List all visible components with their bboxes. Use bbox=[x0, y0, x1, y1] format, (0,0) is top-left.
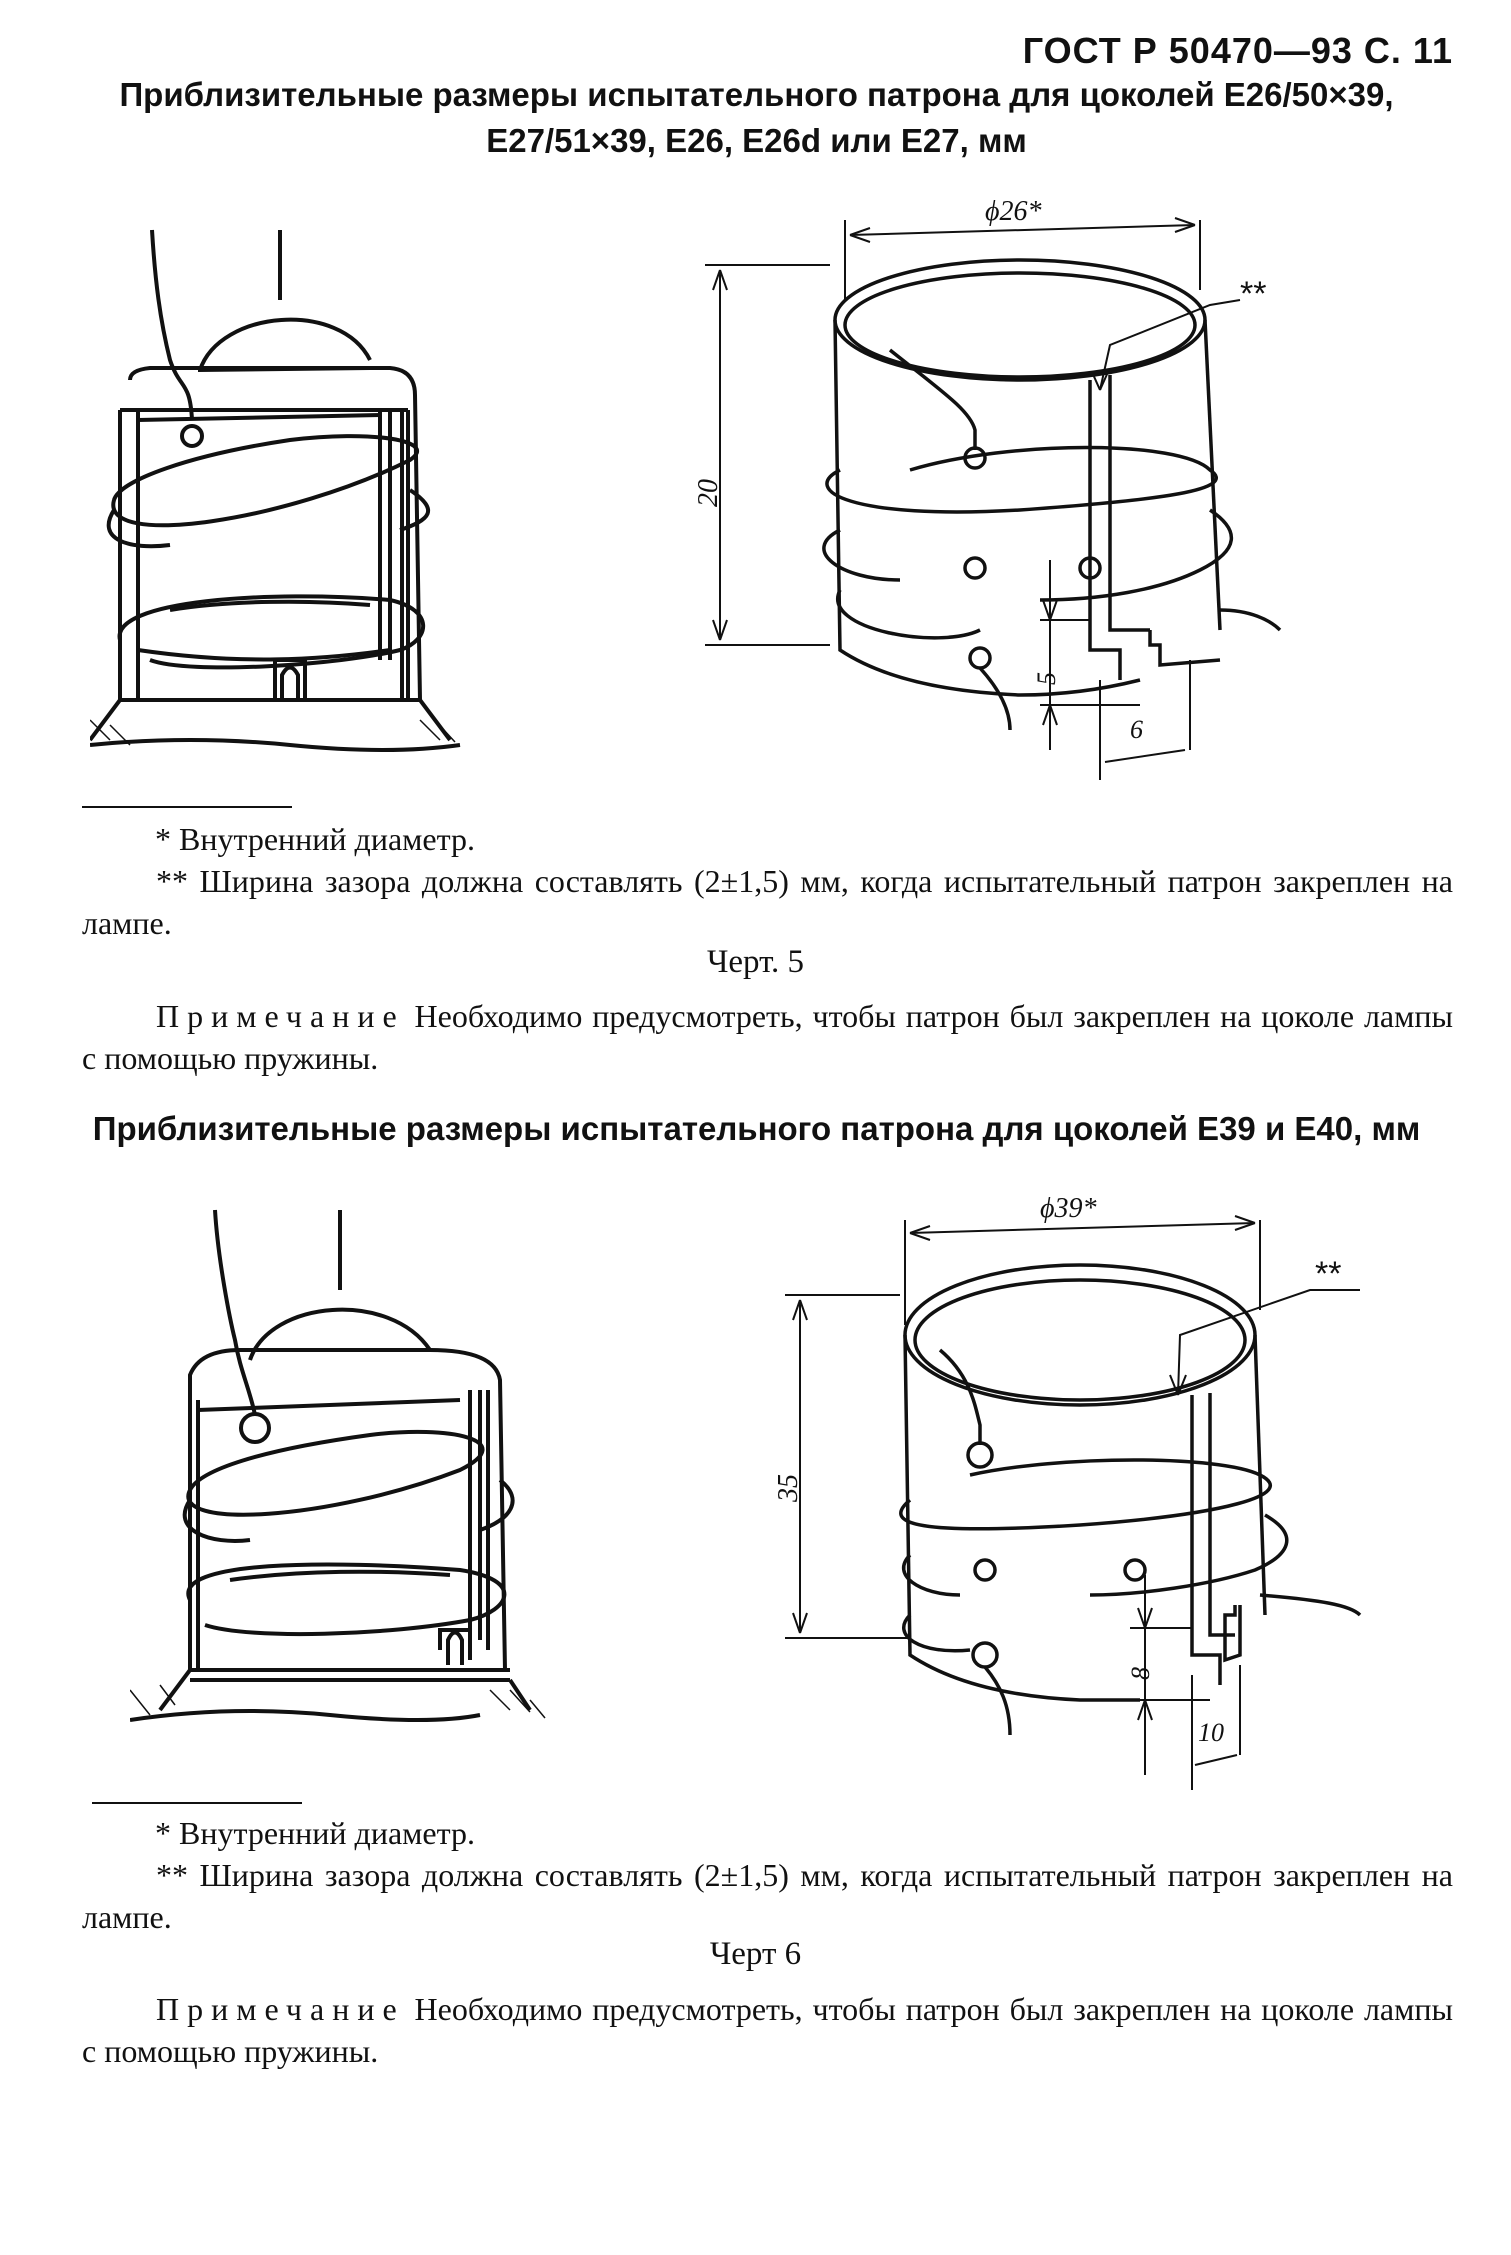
fig5-title-line1: Приблизительные размеры испытательного п… bbox=[119, 76, 1394, 113]
fig5-footnote1: * Внутренний диаметр. bbox=[155, 821, 475, 857]
fig5-title: Приблизительные размеры испытательного п… bbox=[60, 72, 1453, 164]
fig5-gap-label: ** bbox=[1240, 275, 1266, 313]
fig6-title: Приблизительные размеры испытательного п… bbox=[92, 1110, 1421, 1147]
fig5-note-word: Примечание bbox=[156, 998, 405, 1034]
fig6-caption: Черт 6 bbox=[709, 1936, 802, 1972]
fig6-diameter-label: ϕ39* bbox=[1040, 1193, 1097, 1224]
fig5-footnote-rule bbox=[82, 806, 292, 808]
fig5-height-label: 20 bbox=[693, 479, 724, 507]
fig6-slot-width-label: 10 bbox=[1198, 1718, 1224, 1747]
fig5-slot-width-label: 6 bbox=[1130, 715, 1143, 744]
page-header: ГОСТ Р 50470—93 С. 11 bbox=[1022, 30, 1453, 71]
fig6-slot-depth-label: 8 bbox=[1126, 1667, 1155, 1680]
fig6-height-label: 35 bbox=[773, 1474, 804, 1503]
fig6-footnote-rule bbox=[92, 1802, 302, 1804]
fig5-footnote2: ** Ширина зазора должна составлять (2±1,… bbox=[82, 863, 1453, 941]
fig5-caption: Черт. 5 bbox=[706, 944, 805, 980]
fig6-note-text: Необходимо предусмотреть, чтобы патрон б… bbox=[82, 1991, 1454, 2069]
fig6-footnote2: ** Ширина зазора должна составлять (2±1,… bbox=[82, 1857, 1453, 1935]
fig5-diameter-label: ϕ26* bbox=[985, 196, 1042, 227]
fig6-note-word: Примечание bbox=[156, 1991, 405, 2027]
fig5-slot-depth-label: 5 bbox=[1032, 672, 1061, 685]
fig5-note-text: Необходимо предусмотреть, чтобы патрон б… bbox=[82, 998, 1454, 1076]
fig5-lamp-drawing bbox=[90, 220, 510, 760]
fig5-title-line2: E27/51×39, E26, E26d или E27, мм bbox=[486, 122, 1027, 159]
fig5-note: Примечание Необходимо предусмотреть, что… bbox=[82, 995, 1453, 1079]
fig6-gap-label: ** bbox=[1315, 1255, 1341, 1293]
fig6-note: Примечание Необходимо предусмотреть, что… bbox=[82, 1988, 1453, 2072]
fig6-lamp-drawing bbox=[130, 1200, 590, 1760]
fig6-holder-drawing: ϕ39* ** 35 8 bbox=[740, 1175, 1420, 1795]
fig6-footnote1: * Внутренний диаметр. bbox=[155, 1815, 475, 1851]
fig5-holder-drawing: ϕ26* ** 20 5 bbox=[680, 190, 1320, 790]
